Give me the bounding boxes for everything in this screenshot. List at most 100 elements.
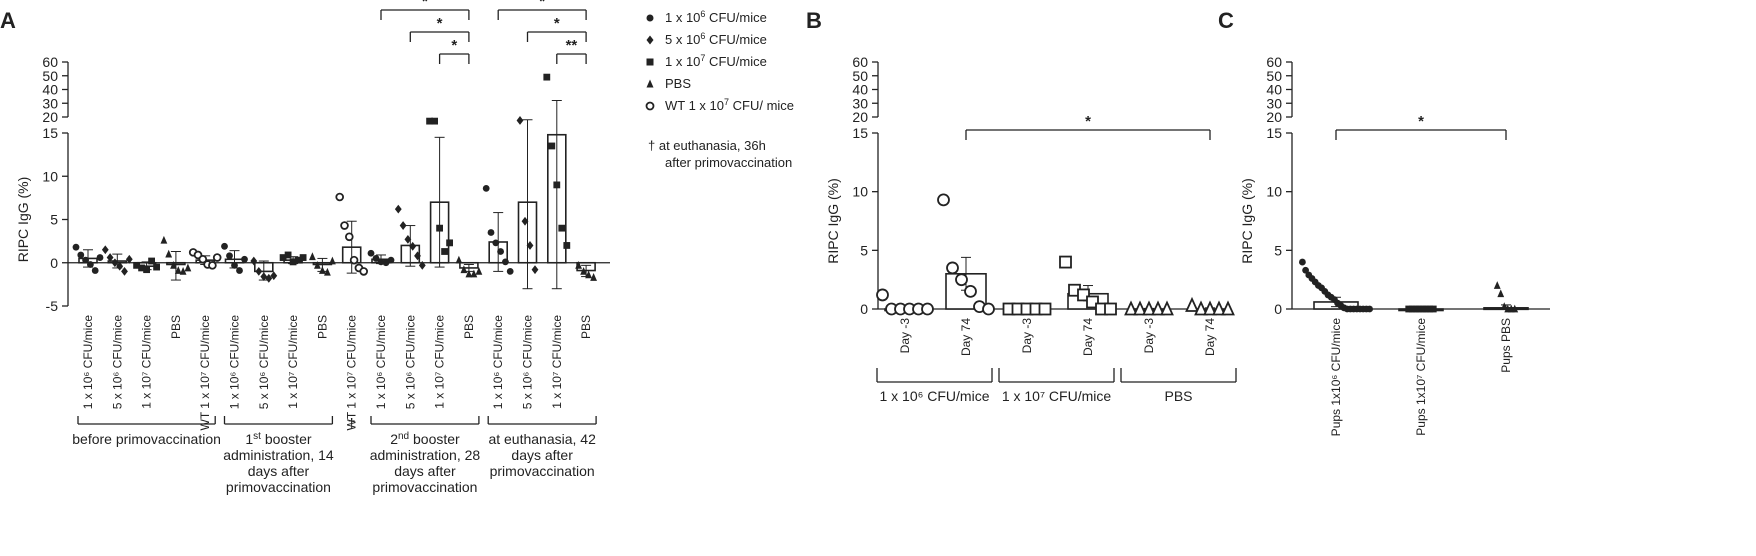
panel-a-legend-label: PBS <box>665 76 691 91</box>
panel-a-data-point <box>111 258 119 268</box>
panel-a-category-label: 1 x 10⁶ CFU/mice <box>491 315 505 410</box>
panel-a-y-tick-label: 30 <box>42 95 58 111</box>
panel-c-data-point <box>1299 258 1306 266</box>
panel-a-y-tick-label: 50 <box>42 68 58 84</box>
panel-a-data-point <box>446 239 453 247</box>
panel-a-data-point <box>236 267 243 274</box>
panel-b-category-label: Day -3 <box>898 318 912 354</box>
panel-a-data-point <box>170 260 177 269</box>
panel-c-data-point <box>1500 302 1508 311</box>
panel-a-data-point <box>121 267 128 276</box>
panel-c-significance-label: * <box>1418 113 1424 130</box>
panel-b-data-point <box>955 273 968 287</box>
panel-b-data-point <box>1151 300 1165 316</box>
panel-c-category-label: Pups 1x10⁷ CFU/mice <box>1414 318 1428 436</box>
panel-b-data-point <box>1104 302 1117 316</box>
panel-a-data-point <box>455 255 463 264</box>
panel-a-data-point <box>174 266 182 274</box>
panel-a-category-label: 1 x 10⁶ CFU/mice <box>228 315 242 410</box>
panel-b-category-label: Day -3 <box>1020 318 1034 354</box>
panel-c-data-point <box>1408 305 1416 313</box>
panel-b-data-point <box>1185 296 1199 312</box>
panel-a-legend-label: 1 x 107 CFU/mice <box>665 53 767 69</box>
panel-a-category-label: 1 x 10⁷ CFU/mice <box>286 315 300 409</box>
panel-a-data-point <box>335 192 345 202</box>
panel-a-legend-label: 1 x 106 CFU/mice <box>665 9 767 25</box>
panel-b-data-point <box>1160 300 1174 316</box>
panel-a-data-point <box>294 256 302 264</box>
panel-b-data-point <box>1212 300 1226 316</box>
panel-b-category-label: Day 74 <box>959 318 973 356</box>
panel-a-data-point <box>502 258 509 266</box>
panel-a-data-point <box>492 239 500 247</box>
panel-b-data-point <box>876 288 889 302</box>
panel-a-data-point <box>116 261 124 271</box>
panel-a-y-tick-label: 20 <box>42 109 58 125</box>
panel-a-data-point <box>399 221 407 230</box>
panel-a-data-point <box>284 251 292 259</box>
panel-a-data-point <box>387 256 395 264</box>
panel-b-y-tick-label: 60 <box>852 54 868 70</box>
panel-a-group-label: days after <box>511 447 573 463</box>
panel-b-data-point <box>1203 300 1217 316</box>
panel-a-category-label: 1 x 10⁶ CFU/mice <box>374 315 388 410</box>
panel-b-y-tick-label: 10 <box>852 184 868 200</box>
panel-a-group-label: administration, 28 <box>370 447 481 463</box>
panel-b-data-point <box>982 302 995 316</box>
panel-a-data-point <box>548 142 556 150</box>
panel-a-data-point <box>367 249 375 257</box>
panel-a-group-label: days after <box>394 463 456 479</box>
panel-a-category-label: 1 x 10⁷ CFU/mice <box>140 315 154 409</box>
panel-b-y-tick-label: 30 <box>852 95 868 111</box>
panel-a-legend-marker <box>646 79 654 88</box>
panel-a-data-point <box>77 251 85 259</box>
panel-a-data-point <box>143 266 150 274</box>
panel-c-y-tick-label: 60 <box>1266 54 1282 70</box>
panel-b-y-tick-label: 50 <box>852 68 868 84</box>
panel-a-y-tick-label: 10 <box>42 168 58 184</box>
panel-c-y-axis-label: RIPC IgG (%) <box>1239 178 1255 264</box>
panel-a-data-point <box>279 254 287 261</box>
panel-b-data-point <box>1059 255 1072 269</box>
panel-a-data-point <box>212 253 222 262</box>
panel-c-y-tick-label: 50 <box>1266 68 1282 84</box>
panel-a-data-point <box>590 273 597 281</box>
panel-c-data-point <box>1366 305 1373 313</box>
panel-a-data-point <box>125 254 133 264</box>
panel-a-data-point <box>148 257 155 265</box>
panel-b-data-point <box>921 302 934 316</box>
panel-b-y-tick-label: 15 <box>852 125 868 141</box>
panel-a-data-point <box>198 254 208 264</box>
panel-a-y-tick-label: -5 <box>46 298 59 314</box>
panel-c-data-point <box>1415 305 1423 313</box>
panel-a-legend-marker <box>646 35 654 45</box>
panel-a-data-point <box>270 271 278 281</box>
panel-c-data-point <box>1493 281 1501 289</box>
panel-c-data-point <box>1426 305 1434 313</box>
panel-a-data-point <box>208 261 217 270</box>
panel-b-significance-label: * <box>1085 113 1091 130</box>
panel-a-data-point <box>106 253 114 262</box>
panel-a-category-label: 5 x 10⁶ CFU/mice <box>403 315 417 410</box>
panel-a-y-tick-label: 0 <box>50 255 58 271</box>
panel-a-category-label: WT 1 x 10⁷ CFU/mice <box>345 315 359 431</box>
panel-a-legend-marker <box>646 14 654 22</box>
panel-a-legend-marker <box>645 101 655 111</box>
panel-a-group-label: 1st booster <box>245 431 312 447</box>
panel-c-category-label: Pups PBS <box>1499 318 1513 373</box>
panel-a-category-label: WT 1 x 10⁷ CFU/mice <box>198 315 212 431</box>
panel-a-data-point <box>160 235 168 244</box>
panel-b-y-tick-label: 0 <box>860 301 868 317</box>
panel-a-data-point <box>82 256 89 264</box>
panel-c-data-point <box>1429 305 1437 313</box>
panel-a-data-point <box>409 241 417 251</box>
panel-a-significance-label: * <box>437 15 443 32</box>
panel-a-y-tick-label: 15 <box>42 125 58 141</box>
panel-a-data-point <box>340 221 349 230</box>
panel-a-data-point <box>138 264 145 272</box>
panel-a-data-point <box>441 248 448 255</box>
panel-b-data-point <box>1124 300 1138 316</box>
panel-a-data-point <box>563 242 571 249</box>
